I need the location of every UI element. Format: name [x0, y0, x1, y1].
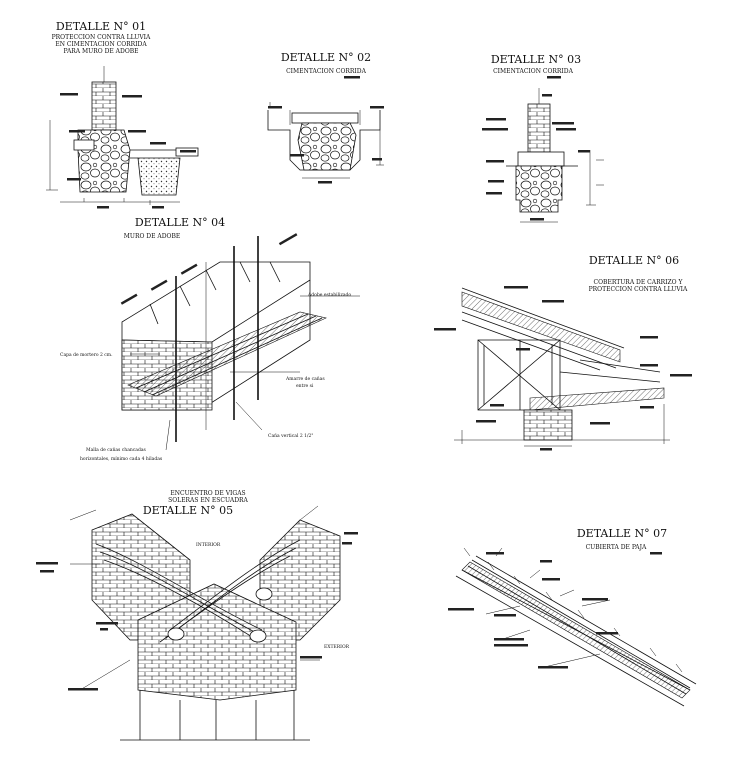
- lower-rafter: [529, 387, 665, 411]
- corner-pier: [137, 583, 297, 701]
- detail-02-subtitle: CIMENTACION CORRIDA: [286, 68, 367, 75]
- detail-01-subtitle-1: PROTECCION CONTRA LLUVIA: [52, 34, 151, 41]
- detail-05-title: DETALLE N° 05: [143, 504, 233, 517]
- detail-05-subtitle-1: ENCUENTRO DE VIGAS: [170, 490, 245, 497]
- label-amarre: Amarre de cañas: [285, 375, 325, 382]
- detail-07-subtitle: CUBIERTA DE PAJA: [586, 544, 647, 551]
- detail-07-title: DETALLE N° 07: [577, 527, 667, 540]
- detail-06-subtitle-1: COBERTURA DE CARRIZO Y: [594, 279, 684, 286]
- detail-01-subtitle-3: PARA MURO DE ADOBE: [63, 48, 138, 55]
- reed-mesh: [127, 311, 327, 397]
- reed-roof: [461, 291, 621, 363]
- detail-03-subtitle: CIMENTACION CORRIDA: [493, 68, 574, 75]
- detail-01-subtitle-2: EN CIMENTACION CORRIDA: [55, 41, 147, 48]
- adobe-wall-03: [527, 103, 551, 153]
- adobe-wall: [91, 81, 117, 131]
- label-malla-2: horizontales, mínimo cada 4 hiladas: [80, 455, 163, 462]
- label-capa: Capa de mortero 2 cm.: [60, 352, 113, 358]
- detail-06: DETALLE N° 06 COBERTURA DE CARRIZO Y PRO…: [434, 254, 692, 451]
- stone-foundation-03: [515, 165, 563, 213]
- detail-05-subtitle-2: SOLERAS EN ESCUADRA: [168, 497, 248, 504]
- detail-04-subtitle: MURO DE ADOBE: [124, 233, 181, 240]
- label-vertical: Caña vertical 2 1/2": [268, 432, 313, 439]
- detail-02: DETALLE N° 02 CIMENTACION CORRIDA: [267, 51, 384, 184]
- detail-01-title: DETALLE N° 01: [56, 20, 146, 33]
- detail-02-title: DETALLE N° 02: [281, 51, 371, 64]
- detail-01: DETALLE N° 01 PROTECCION CONTRA LLUVIA E…: [46, 20, 199, 209]
- detail-04: DETALLE N° 04 MURO DE ADOBE Adobe estabi…: [60, 216, 360, 462]
- detail-03: DETALLE N° 03 CIMENTACION CORRIDA: [482, 53, 604, 223]
- detail-07: DETALLE N° 07 CUBIERTA DE PAJA: [448, 527, 697, 707]
- label-adobe: Adobe estabilizado: [307, 292, 351, 298]
- detail-05: ENCUENTRO DE VIGAS SOLERAS EN ESCUADRA D…: [36, 490, 358, 741]
- label-malla: Malla de cañas chancadas: [86, 446, 147, 453]
- detail-06-title: DETALLE N° 06: [589, 254, 679, 267]
- label-exterior: EXTERIOR: [324, 644, 350, 650]
- support-wall: [523, 409, 573, 441]
- drain-channel: [137, 157, 181, 196]
- detail-06-subtitle-2: PROTECCION CONTRA LLUVIA: [589, 286, 688, 293]
- label-interior: INTERIOR: [196, 542, 221, 548]
- detail-04-title: DETALLE N° 04: [135, 216, 225, 229]
- detail-03-title: DETALLE N° 03: [491, 53, 581, 66]
- stone-foundation: [77, 129, 131, 193]
- stone-foundation-02: [297, 122, 357, 171]
- label-amarre-2: entre si: [296, 383, 314, 389]
